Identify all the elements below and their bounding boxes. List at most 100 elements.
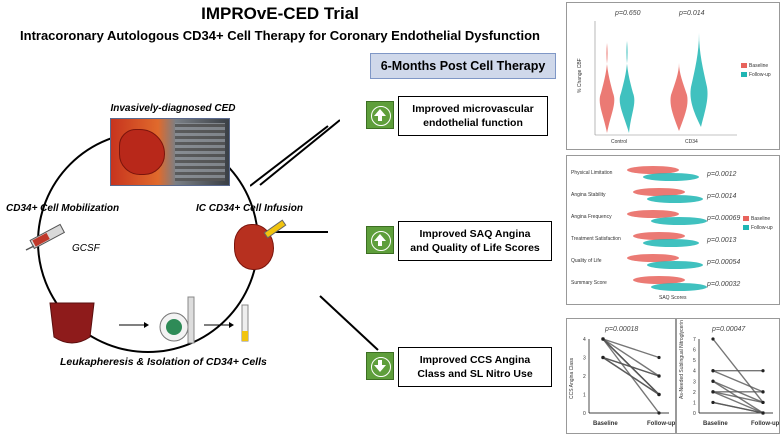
mobilization-label: CD34+ Cell Mobilization — [6, 203, 120, 214]
patient-line — [602, 338, 660, 414]
saq-violin-followup — [647, 261, 703, 269]
result-line: Improved microvascular — [412, 103, 534, 115]
result-line: endothelial function — [423, 117, 523, 129]
leukapheresis-label: Leukapheresis & Isolation of CD34+ Cells — [60, 356, 267, 368]
connector-bottom — [319, 295, 379, 351]
saq-category-label: Angina Stability — [571, 192, 606, 198]
saq-violin-baseline — [627, 166, 679, 174]
followup-point — [657, 374, 661, 378]
saq-category-label: Treatment Satisfaction — [571, 236, 621, 242]
leukapheresis-process — [49, 296, 249, 344]
saq-violin-baseline — [627, 254, 679, 262]
connector-top — [250, 125, 329, 187]
saq-category-label: Physical Limitation — [571, 170, 613, 176]
arrow-up-icon — [366, 226, 394, 254]
followup-point — [761, 400, 765, 405]
saq-pvalue: p=0.0013 — [706, 237, 736, 244]
followup-point — [657, 411, 661, 415]
ytick-label: 1 — [583, 393, 586, 399]
ced-angiogram-image — [110, 118, 230, 186]
patient-line — [712, 401, 764, 414]
line-pvalue: p=0.00018 — [604, 326, 638, 333]
patient-line — [602, 338, 660, 395]
patient-line — [712, 391, 764, 414]
ytick-label: 2 — [583, 374, 586, 380]
cbf-ylabel: % Change CBF — [577, 58, 583, 93]
patient-line — [712, 370, 764, 393]
xcat-baseline: Baseline — [703, 421, 728, 427]
syringe-icon — [25, 223, 66, 251]
saq-legend-followup: Follow-up — [751, 225, 773, 231]
followup-point — [657, 355, 661, 360]
ced-label: Invasively-diagnosed CED — [110, 103, 236, 114]
baseline-point — [711, 369, 715, 373]
patient-line — [602, 338, 660, 377]
heart-illustration — [119, 129, 165, 175]
followup-point — [657, 392, 661, 397]
blood-bag-icon — [49, 302, 95, 344]
saq-category-label: Summary Score — [571, 280, 607, 286]
saq-legend-baseline-swatch — [743, 216, 749, 221]
saq-violin-baseline — [633, 188, 685, 196]
saq-category-label: Quality of Life — [571, 258, 602, 264]
xcat-followup: Follow-up — [647, 421, 675, 427]
xcat-followup: Follow-up — [751, 421, 779, 427]
xcat-baseline: Baseline — [593, 421, 618, 427]
result-line: Class and SL Nitro Use — [417, 368, 533, 380]
ytick-label: 0 — [583, 411, 586, 417]
ytick-label: 3 — [583, 356, 586, 362]
ytick-label: 6 — [693, 348, 696, 354]
patient-line — [602, 338, 660, 359]
timepoint-badge: 6-Months Post Cell Therapy — [370, 53, 556, 79]
saq-pvalue: p=0.0012 — [706, 171, 736, 178]
baseline-point — [711, 400, 715, 405]
saq-violin-followup — [647, 195, 703, 203]
pvalue-cd34: p=0.014 — [678, 10, 705, 17]
violin-control-followup — [619, 41, 635, 133]
line-ylabel: As-Needed Sublingual Nitroglycerin Use/D… — [679, 319, 685, 399]
infusion-label: IC CD34+ Cell Infusion — [196, 203, 303, 214]
ytick-label: 7 — [693, 337, 696, 343]
arrow-up-icon — [366, 101, 394, 129]
baseline-point — [711, 390, 715, 394]
followup-point — [761, 369, 765, 373]
pvalue-control: p=0.650 — [614, 10, 641, 17]
baseline-point — [601, 337, 605, 341]
saq-violin-followup — [643, 239, 699, 247]
legend-followup: Follow-up — [749, 72, 771, 78]
legend-followup-swatch — [741, 72, 747, 77]
saq-violin-baseline — [627, 210, 679, 218]
saq-category-label: Angina Frequency — [571, 214, 612, 220]
page-subtitle: Intracoronary Autologous CD34+ Cell Ther… — [20, 28, 540, 43]
result-saq: Improved SAQ Angina and Quality of Life … — [398, 221, 552, 261]
cat-control: Control — [611, 139, 627, 145]
result-line: Improved SAQ Angina — [419, 228, 531, 240]
saq-violin-followup — [643, 173, 699, 181]
ytick-label: 4 — [583, 337, 586, 343]
baseline-point — [711, 379, 715, 383]
saq-violin-baseline — [633, 232, 685, 240]
ytick-label: 0 — [693, 411, 696, 417]
baseline-point — [711, 337, 715, 341]
infusion-syringe-icon — [263, 219, 287, 239]
cat-cd34: CD34 — [685, 139, 698, 145]
violin-cd34-baseline — [670, 63, 688, 131]
saq-legend-followup-swatch — [743, 225, 749, 230]
saq-violin-followup — [651, 217, 707, 225]
saq-pvalue: p=0.00069 — [706, 215, 740, 222]
saq-pvalue: p=0.00032 — [706, 281, 740, 288]
followup-point — [761, 390, 765, 394]
baseline-point — [601, 355, 605, 360]
saq-violin-baseline — [633, 276, 685, 284]
result-line: Improved CCS Angina — [419, 354, 531, 366]
violin-control-baseline — [599, 43, 615, 133]
line-pvalue: p=0.00047 — [711, 326, 746, 333]
ytick-label: 3 — [693, 379, 696, 385]
gcsf-label: GCSF — [72, 243, 100, 254]
result-line: and Quality of Life Scores — [410, 242, 540, 254]
legend-baseline-swatch — [741, 63, 747, 68]
patient-line — [712, 391, 764, 404]
